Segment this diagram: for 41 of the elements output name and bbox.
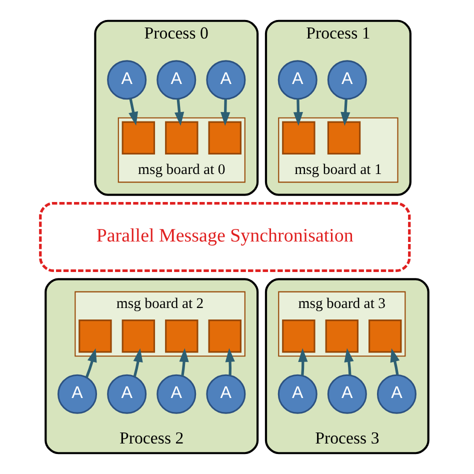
arrow	[390, 348, 400, 376]
node-circle: A	[327, 60, 367, 100]
arrow	[174, 98, 184, 126]
node-box	[325, 320, 358, 353]
node-circle: A	[107, 60, 147, 100]
node-box	[165, 121, 198, 154]
node-circle: A	[376, 374, 416, 414]
node-box	[368, 320, 402, 353]
arrow	[179, 348, 189, 376]
node-box	[208, 121, 242, 154]
node-circle: A	[156, 60, 196, 100]
node-box	[165, 320, 198, 353]
cluster: msg board at 2	[74, 291, 246, 357]
arrow	[220, 98, 230, 126]
node-box	[122, 320, 156, 353]
arrow	[298, 348, 308, 376]
cluster: msg board at 1	[278, 117, 398, 183]
arrow	[128, 98, 138, 126]
node-box	[327, 121, 361, 154]
node-circle: A	[278, 374, 318, 414]
node-circle: A	[278, 60, 318, 100]
arrow	[293, 98, 304, 126]
arrow	[225, 348, 235, 376]
node-circle: A	[206, 374, 246, 414]
node-box	[122, 121, 156, 154]
arrow	[344, 348, 354, 376]
arrow	[133, 348, 143, 377]
node-box	[78, 320, 112, 353]
node-box	[282, 121, 316, 154]
node-circle: A	[107, 374, 147, 414]
node-circle: A	[206, 60, 246, 100]
arrow	[85, 348, 97, 378]
node-circle: A	[156, 374, 196, 414]
node-box	[208, 320, 242, 353]
node-circle: A	[58, 374, 98, 414]
node-circle: A	[327, 374, 367, 414]
arrow	[340, 98, 350, 126]
cluster: msg board at 0	[118, 117, 246, 183]
cluster: msg board at 3	[278, 291, 406, 357]
node-box	[282, 320, 316, 353]
node-box: Parallel Message Synchronisation	[39, 202, 411, 272]
